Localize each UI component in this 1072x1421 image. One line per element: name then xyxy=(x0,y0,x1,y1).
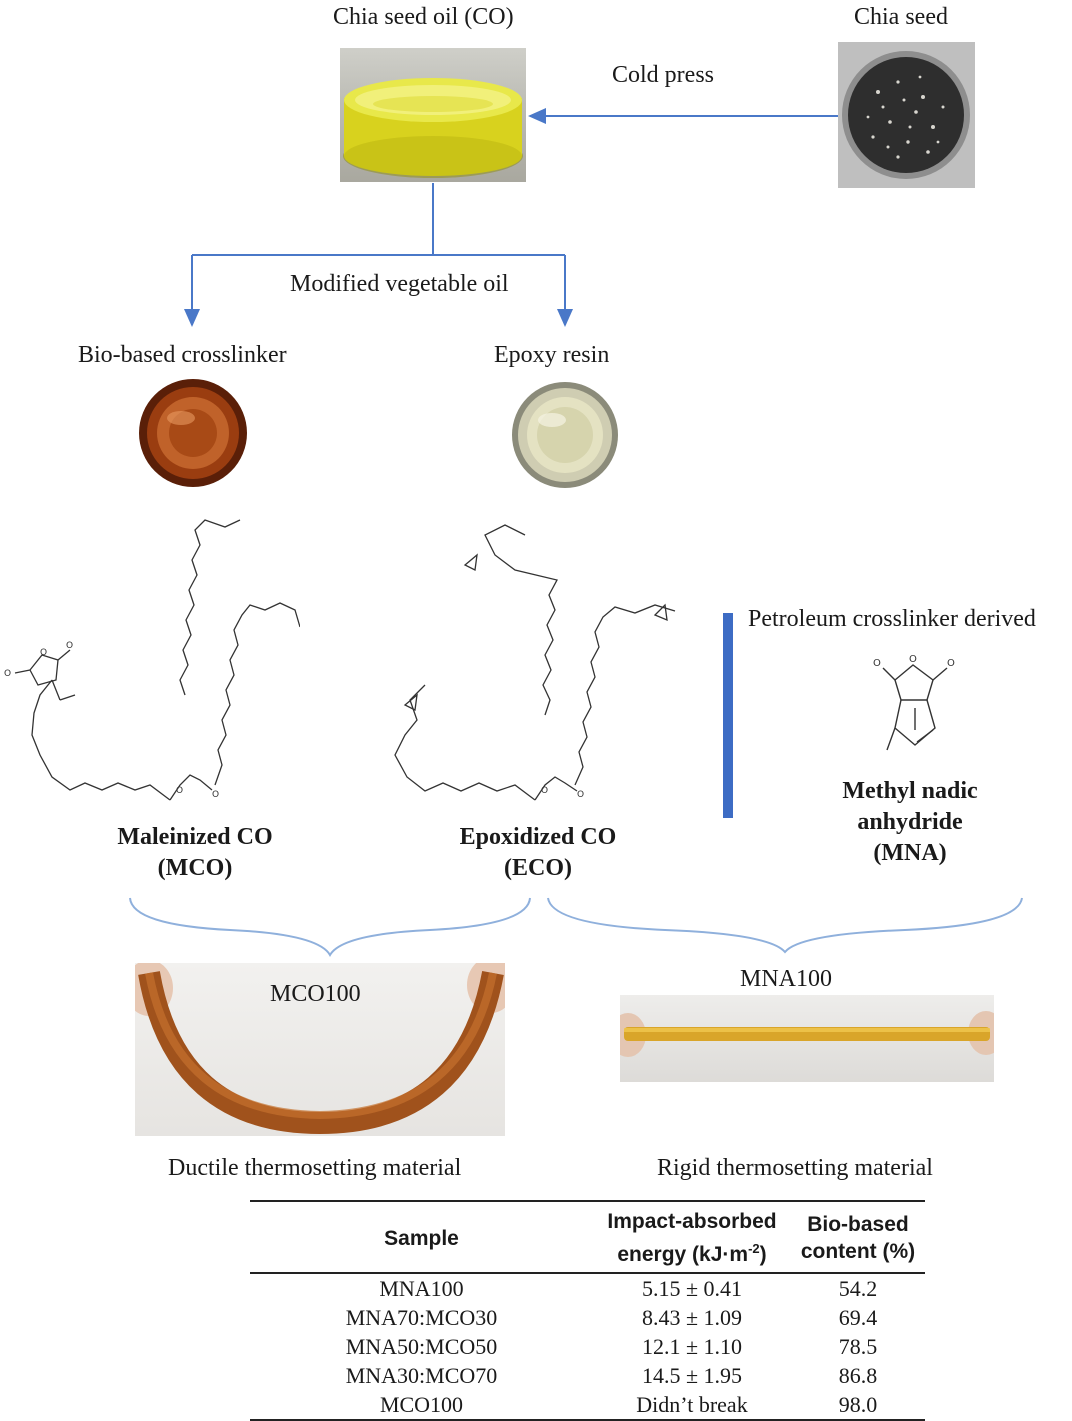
table-row: MCO100 Didn’t break 98.0 xyxy=(250,1390,925,1420)
cell-impact: 8.43 ± 1.09 xyxy=(641,1305,743,1330)
cold-press-label: Cold press xyxy=(612,62,714,88)
mna-line2: anhydride xyxy=(857,809,963,835)
ductile-label: Ductile thermosetting material xyxy=(168,1155,462,1181)
cell-bio: 98.0 xyxy=(838,1392,878,1417)
cell-bio: 54.2 xyxy=(838,1276,878,1301)
results-table: Sample Impact-absorbed energy (kJ·m-2) B… xyxy=(250,1200,925,1421)
chia-seed-label: Chia seed xyxy=(854,4,948,30)
svg-text:O: O xyxy=(40,648,47,658)
eco-abbr: (ECO) xyxy=(504,855,572,881)
table-row: MNA100 5.15 ± 0.41 54.2 xyxy=(250,1273,925,1303)
left-brace xyxy=(129,897,531,958)
svg-text:O: O xyxy=(947,658,955,669)
mco-name: Maleinized CO xyxy=(117,824,273,850)
svg-text:O: O xyxy=(577,790,584,800)
cell-impact: 14.5 ± 1.95 xyxy=(641,1363,743,1388)
mna-caption: Methyl nadic anhydride (MNA) xyxy=(820,776,1000,869)
split-connector xyxy=(192,183,565,256)
mna-line1: Methyl nadic xyxy=(842,778,978,804)
table-row: MNA50:MCO50 12.1 ± 1.10 78.5 xyxy=(250,1332,925,1361)
chia-seed-photo xyxy=(838,42,975,188)
svg-text:O: O xyxy=(873,658,881,669)
petroleum-label: Petroleum crosslinker derived xyxy=(748,606,1036,632)
cell-sample: MCO100 xyxy=(379,1392,464,1417)
eco-name: Epoxidized CO xyxy=(459,824,617,850)
chia-oil-label: Chia seed oil (CO) xyxy=(333,4,514,30)
svg-text:O: O xyxy=(541,786,548,796)
cell-sample: MNA100 xyxy=(379,1276,464,1301)
svg-text:O: O xyxy=(176,786,183,796)
cell-bio: 78.5 xyxy=(838,1334,878,1359)
mco-structure: O O O O O xyxy=(4,519,300,801)
cell-impact: 12.1 ± 1.10 xyxy=(641,1334,743,1359)
cell-sample: MNA30:MCO70 xyxy=(345,1363,498,1388)
mco100-label: MCO100 xyxy=(270,981,361,1007)
table-row: MNA70:MCO30 8.43 ± 1.09 69.4 xyxy=(250,1303,925,1332)
cell-bio: 86.8 xyxy=(838,1363,878,1388)
eco-caption: Epoxidized CO (ECO) xyxy=(440,822,636,884)
mco-caption: Maleinized CO (MCO) xyxy=(100,822,290,884)
cell-sample: MNA50:MCO50 xyxy=(345,1334,498,1359)
mco-abbr: (MCO) xyxy=(157,855,233,881)
header-sample: Sample xyxy=(384,1226,459,1250)
rigid-label: Rigid thermosetting material xyxy=(657,1155,933,1181)
cell-impact: Didn’t break xyxy=(636,1392,748,1417)
mna100-label: MNA100 xyxy=(740,966,833,992)
header-impact: Impact-absorbed energy (kJ·m-2) xyxy=(607,1210,777,1266)
mco-vial-photo xyxy=(135,378,253,488)
mco100-sample-photo: MCO100 xyxy=(135,963,505,1136)
cell-impact: 5.15 ± 0.41 xyxy=(641,1276,743,1301)
cell-bio: 69.4 xyxy=(838,1305,878,1330)
svg-text:O: O xyxy=(212,790,219,800)
mna100-sample-photo xyxy=(620,995,994,1082)
svg-text:O: O xyxy=(909,654,917,665)
eco-vial-photo xyxy=(508,380,624,490)
epoxy-resin-label: Epoxy resin xyxy=(494,342,610,368)
modified-oil-label: Modified vegetable oil xyxy=(290,271,509,297)
svg-text:O: O xyxy=(4,669,11,679)
header-bio: Bio-based content (%) xyxy=(800,1213,916,1263)
svg-text:O: O xyxy=(66,641,73,651)
chia-oil-photo xyxy=(340,48,526,182)
table-row: MNA30:MCO70 14.5 ± 1.95 86.8 xyxy=(250,1361,925,1390)
petroleum-separator-bar xyxy=(723,613,733,818)
cell-sample: MNA70:MCO30 xyxy=(345,1305,498,1330)
table-header-row: Sample Impact-absorbed energy (kJ·m-2) B… xyxy=(250,1201,925,1273)
bio-crosslinker-label: Bio-based crosslinker xyxy=(78,342,287,368)
right-brace xyxy=(547,897,1023,954)
mna-abbr: (MNA) xyxy=(873,840,947,866)
